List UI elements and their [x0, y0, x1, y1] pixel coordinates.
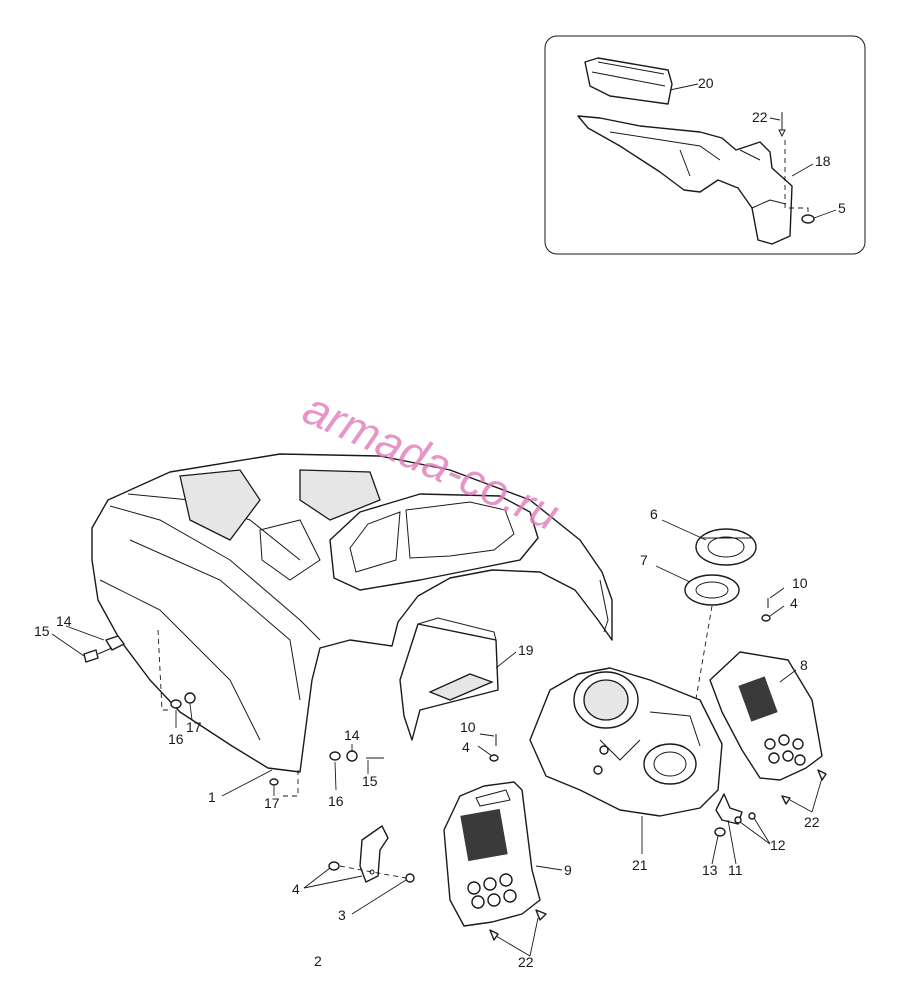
- callout-17-middle: 17: [264, 795, 280, 811]
- callout-16-left: 16: [168, 731, 184, 747]
- part-21-console: [529, 667, 723, 817]
- callout-14-middle: 14: [344, 727, 360, 743]
- part-1-body: [91, 453, 613, 797]
- part-5: [801, 214, 815, 224]
- callout-22-bottom: 22: [518, 954, 534, 970]
- callout-21: 21: [632, 857, 648, 873]
- callout-8: 8: [800, 657, 808, 673]
- part-19: [399, 617, 499, 741]
- callout-18: 18: [815, 153, 831, 169]
- part-18: [577, 115, 793, 245]
- part-7-ring: [684, 574, 740, 606]
- callout-labels: 20 22 18 5 6 7 10 4 8 19 10 4 14 15 16 1…: [34, 75, 846, 970]
- callout-20: 20: [698, 75, 714, 91]
- callout-5: 5: [838, 200, 846, 216]
- callout-14-left: 14: [56, 613, 72, 629]
- callout-6: 6: [650, 506, 658, 522]
- callout-7: 7: [640, 552, 648, 568]
- callout-11: 11: [728, 862, 743, 878]
- leader-lines: [51, 519, 823, 957]
- part-3-bracket: [328, 825, 415, 883]
- callout-4-right: 4: [790, 595, 798, 611]
- callout-22-inset: 22: [752, 109, 768, 125]
- part-22-screw-inset: [778, 112, 786, 138]
- callout-10-right: 10: [792, 575, 808, 591]
- callout-10-middle: 10: [460, 719, 476, 735]
- part-6-ring: [695, 528, 757, 566]
- callout-2: 2: [314, 953, 322, 969]
- callout-1: 1: [208, 789, 216, 805]
- inset-frame: [544, 35, 866, 255]
- callout-15-left: 15: [34, 623, 50, 639]
- callout-15-middle: 15: [362, 773, 378, 789]
- fasteners: [83, 598, 771, 837]
- part-9: [443, 781, 547, 941]
- callout-13: 13: [702, 862, 718, 878]
- callout-4-middle: 4: [462, 739, 470, 755]
- callout-22-right: 22: [804, 814, 820, 830]
- callout-16-middle: 16: [328, 793, 344, 809]
- part-8: [709, 651, 827, 805]
- callout-9: 9: [564, 862, 572, 878]
- callout-3: 3: [338, 907, 346, 923]
- callout-4-bottom: 4: [292, 881, 300, 897]
- part-20: [584, 57, 673, 105]
- callout-19: 19: [518, 642, 534, 658]
- callout-12: 12: [770, 837, 786, 853]
- inset-detail: [544, 35, 866, 255]
- callout-17-left: 17: [186, 719, 202, 735]
